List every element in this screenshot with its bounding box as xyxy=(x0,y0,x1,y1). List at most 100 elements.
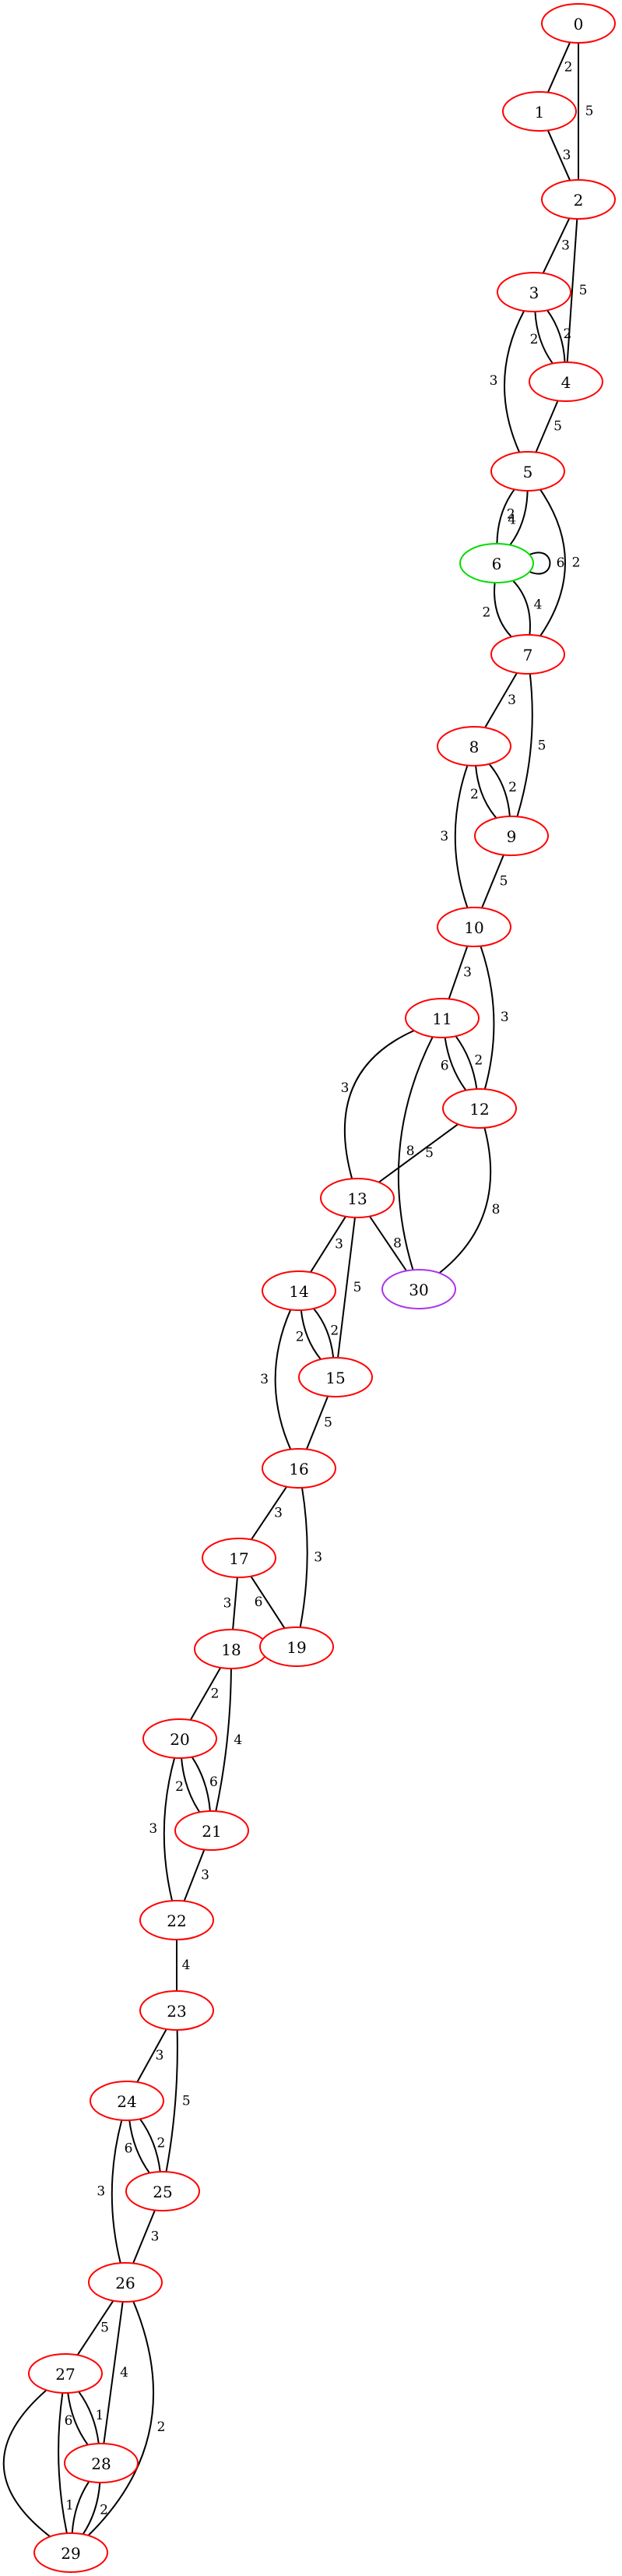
edge-11-12 xyxy=(444,1037,467,1091)
edge-1-2 xyxy=(546,129,571,181)
edge-24-25 xyxy=(139,2118,161,2173)
edge-weight-17-18: 3 xyxy=(223,1596,232,1612)
edge-8-9 xyxy=(488,763,511,817)
edge-5-6 xyxy=(509,490,529,546)
edge-27-28 xyxy=(78,2391,100,2444)
edge-weight-27-28: 6 xyxy=(65,2413,73,2429)
edge-weight-28-29: 2 xyxy=(100,2502,108,2518)
edges-layer xyxy=(2,41,580,2538)
edge-11-13 xyxy=(343,1030,415,1179)
edge-weight-17-19: 6 xyxy=(255,1595,263,1610)
edge-weight-6-6: 6 xyxy=(557,555,565,571)
node-12: 12 xyxy=(442,1088,517,1129)
edge-13-15 xyxy=(337,1217,356,1358)
node-25-label: 25 xyxy=(153,2183,172,2201)
edge-weight-20-21: 6 xyxy=(209,1774,218,1790)
node-18-label: 18 xyxy=(221,1640,241,1659)
edge-weight-5-6: 2 xyxy=(507,506,515,522)
node-15-label: 15 xyxy=(325,1369,345,1387)
node-11-label: 11 xyxy=(432,1010,452,1028)
node-20-label: 20 xyxy=(170,1730,189,1749)
edge-weight-13-14: 3 xyxy=(335,1237,343,1253)
edge-weight-13-30: 8 xyxy=(393,1236,402,1252)
edge-weight-10-12: 3 xyxy=(501,1010,509,1025)
edge-2-4 xyxy=(566,218,578,363)
node-24-label: 24 xyxy=(117,2092,136,2111)
edge-26-27 xyxy=(76,2300,114,2356)
node-29: 29 xyxy=(33,2532,108,2573)
edge-12-30 xyxy=(438,1127,492,1274)
edge-24-26 xyxy=(111,2120,123,2264)
node-9-label: 9 xyxy=(507,827,517,846)
node-4: 4 xyxy=(529,361,603,402)
node-16-label: 16 xyxy=(289,1460,308,1478)
edge-weight-16-19: 3 xyxy=(314,1550,322,1566)
node-20: 20 xyxy=(142,1718,217,1759)
edge-27-28 xyxy=(67,2392,89,2446)
edge-weight-7-8: 3 xyxy=(508,692,516,708)
edge-14-15 xyxy=(300,1309,322,1360)
edge-23-25 xyxy=(165,2029,178,2173)
edge-0-1 xyxy=(546,41,571,93)
node-2: 2 xyxy=(541,179,616,220)
edge-20-21 xyxy=(181,1757,201,1813)
edge-26-29 xyxy=(87,2301,155,2536)
edge-weight-6-7: 2 xyxy=(482,605,490,621)
edge-weight-7-9: 5 xyxy=(538,738,546,754)
edge-14-15 xyxy=(313,1308,335,1358)
edge-weight-14-15: 2 xyxy=(330,1323,339,1339)
edge-weight-11-13: 3 xyxy=(341,1080,350,1096)
edge-12-13 xyxy=(378,1123,459,1183)
edge-20-22 xyxy=(163,1757,176,1901)
node-18: 18 xyxy=(194,1629,269,1669)
edge-weight-20-21: 2 xyxy=(175,1779,184,1795)
node-21-shape xyxy=(174,1810,249,1851)
node-27-shape xyxy=(28,2353,103,2394)
node-21: 21 xyxy=(174,1810,249,1851)
edge-weight-13-15: 5 xyxy=(353,1280,362,1295)
node-14-label: 14 xyxy=(289,1282,308,1301)
node-1-shape xyxy=(502,91,577,132)
node-12-label: 12 xyxy=(469,1100,489,1119)
node-24-shape xyxy=(90,2081,164,2121)
node-3: 3 xyxy=(497,272,571,312)
edge-weight-1-2: 3 xyxy=(563,148,571,164)
node-7-label: 7 xyxy=(523,646,533,664)
node-3-label: 3 xyxy=(529,284,539,302)
node-5: 5 xyxy=(490,451,565,492)
edge-weight-26-28: 4 xyxy=(120,2365,128,2380)
edge-21-22 xyxy=(183,1849,206,1901)
edge-weight-15-16: 5 xyxy=(324,1415,332,1431)
node-22-label: 22 xyxy=(167,1912,186,1930)
edge-26-28 xyxy=(103,2301,124,2444)
edge-23-24 xyxy=(136,2028,167,2083)
edge-weight-11-12: 6 xyxy=(441,1059,449,1074)
edge-17-18 xyxy=(232,1577,238,1630)
edge-13-30 xyxy=(369,1215,407,1272)
node-22-shape xyxy=(139,1900,214,1940)
edge-weight-3-5: 3 xyxy=(490,373,498,389)
edge-6-6 xyxy=(527,551,551,575)
node-20-shape xyxy=(142,1718,217,1759)
node-24: 24 xyxy=(90,2081,164,2121)
node-23: 23 xyxy=(139,1990,214,2031)
edge-weight-24-26: 3 xyxy=(97,2183,105,2199)
edge-9-10 xyxy=(481,855,504,908)
edge-8-9 xyxy=(475,765,497,819)
edge-8-10 xyxy=(454,765,469,908)
edge-weight-18-20: 2 xyxy=(211,1686,220,1702)
node-10: 10 xyxy=(437,907,511,947)
edge-weight-8-9: 2 xyxy=(470,787,479,802)
node-15-shape xyxy=(298,1357,373,1397)
edge-weight-14-16: 3 xyxy=(260,1372,269,1387)
node-0: 0 xyxy=(541,3,616,44)
edge-weight-4-5: 5 xyxy=(553,419,562,435)
edge-weight-25-26: 3 xyxy=(151,2229,160,2245)
edge-weight-3-4: 2 xyxy=(563,326,571,342)
node-9-shape xyxy=(474,816,549,856)
edge-16-17 xyxy=(250,1486,288,1540)
node-26-shape xyxy=(88,2262,163,2303)
edge-weight-22-23: 4 xyxy=(182,1958,191,1973)
edge-16-19 xyxy=(299,1487,308,1628)
edge-10-12 xyxy=(480,946,495,1090)
